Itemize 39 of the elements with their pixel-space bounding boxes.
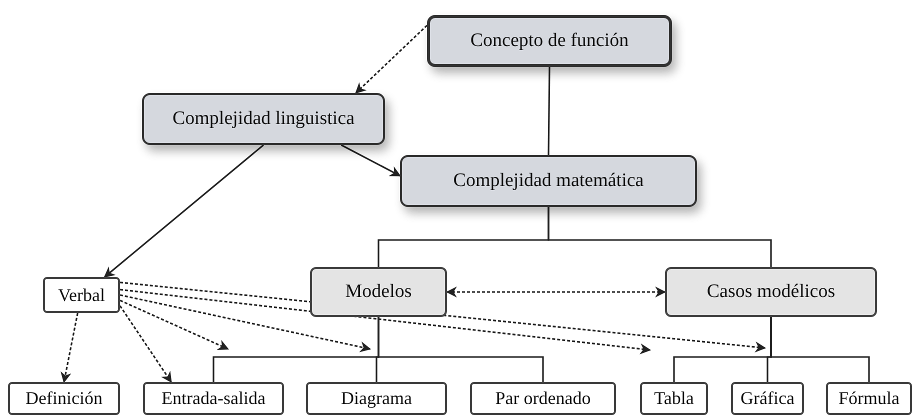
arrow — [104, 144, 264, 278]
connector-line — [548, 67, 550, 155]
leaf-box — [731, 382, 804, 415]
leaf-box — [640, 382, 708, 415]
connector-line — [770, 317, 870, 382]
box-label: Fórmula — [838, 387, 900, 410]
concept-box — [142, 93, 385, 145]
leaf-box — [306, 382, 447, 415]
box-label: Entrada-salida — [162, 387, 266, 410]
arrow — [60, 312, 78, 384]
category-box — [43, 277, 120, 313]
box-label: Diagrama — [341, 387, 412, 410]
box-label: Par ordenado — [495, 387, 591, 410]
category-box — [310, 267, 447, 317]
box-label: Casos modélicos — [706, 280, 836, 304]
leaf-box — [470, 382, 616, 415]
arrow — [120, 300, 229, 350]
arrow — [340, 144, 401, 176]
concept-box — [427, 15, 672, 67]
category-box — [665, 267, 877, 317]
leaf-box — [8, 382, 120, 415]
arrow — [119, 305, 172, 383]
connector-line — [378, 317, 544, 382]
leaf-box — [826, 382, 912, 415]
box-label: Tabla — [654, 387, 694, 410]
leaf-box — [143, 382, 284, 415]
concept-box — [400, 155, 697, 207]
box-label: Modelos — [345, 280, 412, 304]
box-label: Verbal — [58, 284, 105, 306]
box-label: Definición — [26, 387, 102, 410]
arrow — [355, 24, 428, 94]
box-label: Gráfica — [740, 387, 794, 410]
arrow — [120, 288, 652, 354]
arrow — [446, 286, 666, 298]
box-label: Complejidad matemática — [453, 169, 644, 193]
connector-line — [548, 207, 772, 267]
box-label: Complejidad linguistica — [172, 107, 355, 131]
box-label: Concepto de función — [470, 29, 629, 53]
arrow — [120, 294, 372, 352]
